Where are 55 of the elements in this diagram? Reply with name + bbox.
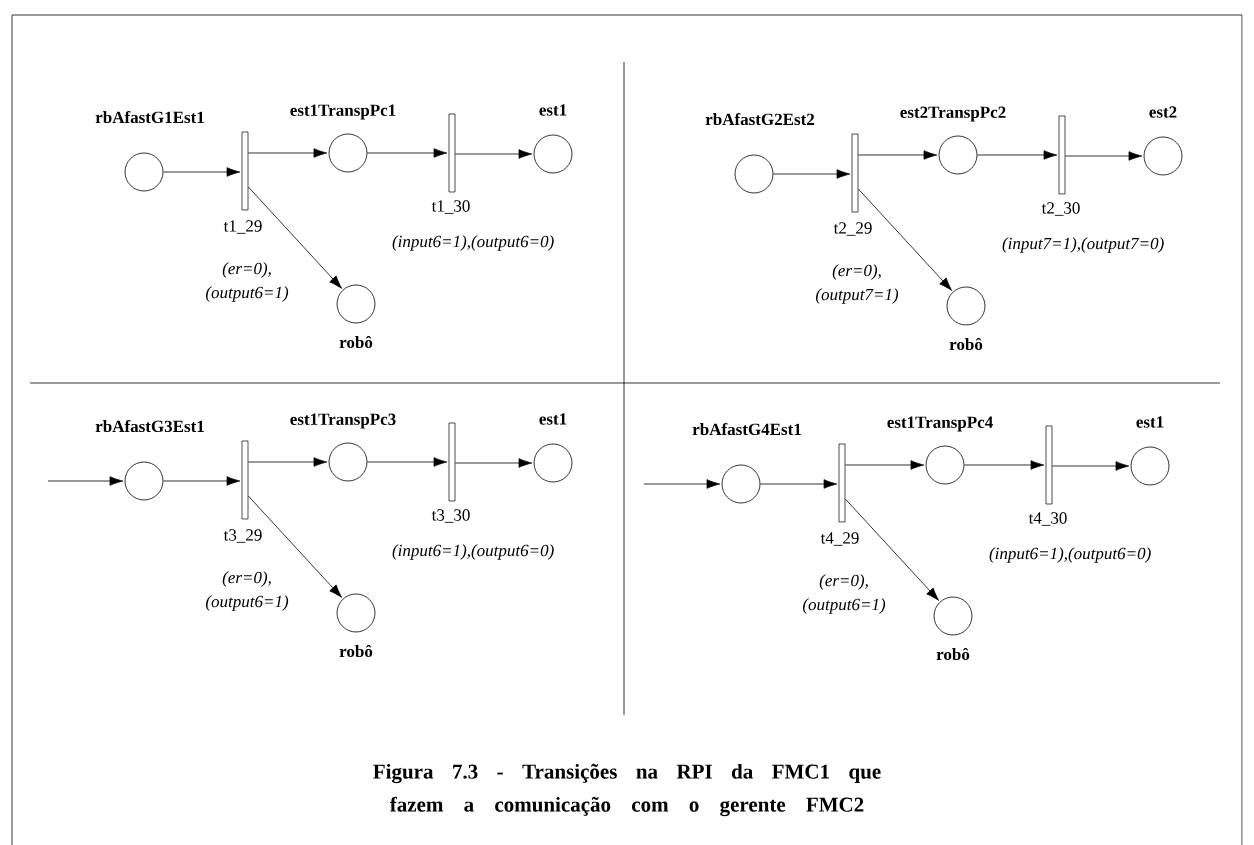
transition-label: t1_30 bbox=[431, 200, 470, 214]
arrow bbox=[247, 148, 328, 158]
arrow bbox=[367, 148, 448, 158]
condition-text: (er=0), (output6=1) bbox=[803, 574, 886, 614]
transition-label: t4_30 bbox=[1028, 512, 1067, 526]
arrow bbox=[247, 457, 328, 467]
transition-label: t3_29 bbox=[223, 529, 262, 543]
arrow bbox=[247, 186, 342, 289]
place-label: est1 bbox=[539, 104, 567, 116]
arrow bbox=[964, 460, 1045, 470]
transition-label: t2_29 bbox=[833, 222, 872, 236]
place-label: rbAfastG4Est1 bbox=[692, 422, 801, 436]
transition-label: t3_30 bbox=[431, 509, 470, 523]
place-label: est1TranspPc3 bbox=[290, 413, 396, 429]
transition-label: t1_29 bbox=[223, 220, 262, 234]
condition-text: (input6=1),(output6=0) bbox=[392, 544, 554, 560]
condition-text: (input6=1),(output6=0) bbox=[989, 547, 1151, 563]
arrow bbox=[773, 169, 851, 179]
place-label: rbAfastG1Est1 bbox=[95, 110, 204, 124]
arrow bbox=[47, 476, 124, 486]
arrow bbox=[454, 458, 533, 468]
arrow bbox=[1064, 151, 1143, 161]
arrow bbox=[857, 188, 952, 291]
arrow bbox=[760, 479, 838, 489]
place-label: robô bbox=[339, 335, 373, 349]
place-label: est1 bbox=[539, 413, 567, 425]
condition-text: (er=0), (output6=1) bbox=[206, 262, 289, 302]
transition-label: t2_30 bbox=[1041, 202, 1080, 216]
arrow bbox=[844, 460, 925, 470]
arrow bbox=[454, 149, 533, 159]
condition-text: (er=0), (output6=1) bbox=[206, 571, 289, 611]
place-label: rbAfastG3Est1 bbox=[95, 419, 204, 433]
arrow bbox=[367, 457, 448, 467]
place-label: robô bbox=[339, 644, 373, 658]
transition-label: t4_29 bbox=[820, 532, 859, 546]
arrow bbox=[163, 476, 241, 486]
arrow bbox=[857, 150, 938, 160]
arrow bbox=[977, 150, 1058, 160]
place-label: robô bbox=[936, 647, 970, 661]
place-label: est1TranspPc1 bbox=[290, 104, 396, 120]
condition-text: (er=0), (output7=1) bbox=[816, 264, 899, 304]
place-label: robô bbox=[949, 337, 983, 351]
arrow bbox=[247, 495, 342, 598]
condition-text: (input7=1),(output7=0) bbox=[1002, 237, 1164, 253]
place-label: est1 bbox=[1136, 416, 1164, 428]
arrow bbox=[643, 479, 721, 489]
place-label: est1TranspPc4 bbox=[887, 416, 993, 432]
place-label: est2TranspPc2 bbox=[900, 106, 1006, 122]
arrow bbox=[1051, 461, 1130, 471]
figure-caption: Figura 7.3 - Transições na RPI da FMC1 que fazem a comunicação com o gerente FMC2 bbox=[373, 763, 881, 817]
arrow bbox=[844, 498, 939, 601]
place-label: est2 bbox=[1149, 106, 1177, 118]
arrow bbox=[163, 167, 241, 177]
condition-text: (input6=1),(output6=0) bbox=[392, 235, 554, 251]
place-label: rbAfastG2Est2 bbox=[705, 112, 815, 126]
